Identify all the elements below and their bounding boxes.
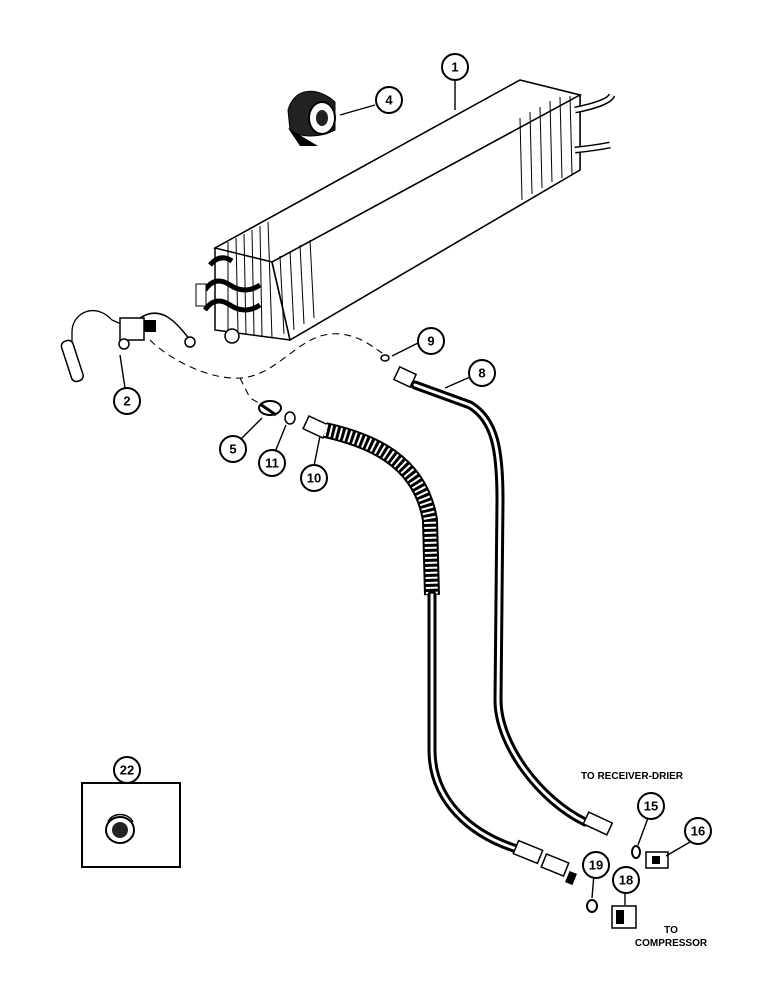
note-compressor: COMPRESSOR (635, 938, 708, 949)
o-ring-part-11 (284, 411, 296, 425)
callout-5-label: 5 (229, 442, 236, 457)
evaporator-fins-right (519, 95, 573, 201)
hose-part-8 (392, 365, 614, 836)
callout-9-label: 9 (427, 334, 434, 349)
callout-10-label: 10 (307, 471, 321, 486)
callout-4-label: 4 (385, 93, 393, 108)
evaporator-tube-coils (195, 255, 262, 313)
callout-2: 2 (113, 387, 141, 415)
callout-10: 10 (300, 464, 328, 492)
callout-9: 9 (417, 327, 445, 355)
note-to-receiver-drier: TO RECEIVER-DRIER (581, 771, 684, 782)
fitting-part-16 (645, 851, 669, 869)
callout-15-label: 15 (644, 799, 658, 814)
note-to: TO (664, 925, 678, 936)
callout-5: 5 (219, 435, 247, 463)
callout-4: 4 (375, 86, 403, 114)
callout-11: 11 (258, 449, 286, 477)
hose-part-10 (302, 415, 577, 886)
callout-11-label: 11 (265, 456, 279, 471)
callout-19: 19 (582, 851, 610, 879)
o-ring-part-15 (631, 845, 641, 859)
leader-lines (119, 80, 691, 905)
evaporator-core (195, 79, 616, 344)
callout-18: 18 (612, 866, 640, 894)
callout-2-label: 2 (123, 394, 130, 409)
hose-clamp-part-5 (258, 400, 282, 417)
callout-18-label: 18 (619, 873, 633, 888)
expansion-valve-part-2 (60, 310, 196, 383)
o-ring-part-19 (586, 899, 598, 913)
clamp-part-4 (287, 90, 336, 146)
o-ring-part-9 (380, 354, 390, 362)
callout-8-label: 8 (478, 366, 485, 381)
callout-16-label: 16 (691, 824, 705, 839)
callout-8: 8 (468, 359, 496, 387)
callout-1: 1 (441, 53, 469, 81)
callout-15: 15 (637, 792, 665, 820)
callout-1-label: 1 (451, 60, 458, 75)
callout-22: 22 (113, 756, 141, 784)
callout-19-label: 19 (589, 858, 603, 873)
evaporator-fins-left (227, 221, 315, 339)
grommet-inset-part-22 (81, 782, 181, 868)
callout-22-label: 22 (120, 763, 134, 778)
callout-16: 16 (684, 817, 712, 845)
fitting-part-18 (611, 905, 637, 929)
